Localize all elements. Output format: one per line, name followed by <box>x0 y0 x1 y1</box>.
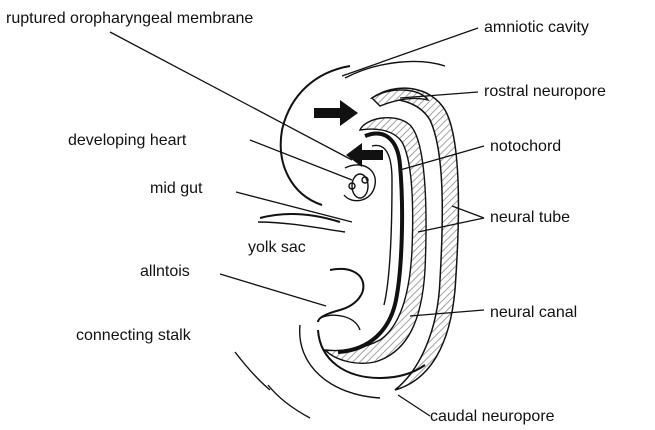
arrow-heart <box>346 143 383 167</box>
neural-canal-line <box>372 145 392 305</box>
leader-amniotic-cavity <box>342 28 478 76</box>
label-neural-tube: neural tube <box>490 209 570 226</box>
label-rostral-neuropore: rostral neuropore <box>484 83 606 100</box>
label-connecting-stalk: connecting stalk <box>76 327 192 344</box>
labels: ruptured oropharyngeal membrane amniotic… <box>6 10 606 425</box>
stalk-line-2 <box>268 385 310 418</box>
amnion-outer-curve <box>281 66 350 205</box>
label-mid-gut: mid gut <box>150 180 203 197</box>
yolk-sac-wall-2 <box>258 222 345 232</box>
label-developing-heart: developing heart <box>68 132 187 149</box>
leader-developing-heart <box>250 140 352 180</box>
label-notochord: notochord <box>490 138 561 155</box>
label-yolk-sac: yolk sac <box>248 239 306 256</box>
arrow-oropharyngeal <box>314 100 358 126</box>
leader-mid-gut <box>236 192 352 222</box>
leader-allantois <box>220 274 326 306</box>
yolk-sac-wall <box>260 214 340 222</box>
label-ruptured-oropharyngeal-membrane: ruptured oropharyngeal membrane <box>6 10 253 27</box>
heart-drawing <box>344 165 375 201</box>
hindgut-loop <box>318 269 363 322</box>
label-allantois: allntois <box>140 263 190 280</box>
label-amniotic-cavity: amniotic cavity <box>484 19 589 36</box>
label-neural-canal: neural canal <box>490 304 577 321</box>
leader-caudal-neuropore <box>398 395 430 416</box>
label-caudal-neuropore: caudal neuropore <box>430 408 555 425</box>
connecting-stalk-lines <box>235 352 270 390</box>
allantois-curve <box>320 315 360 330</box>
